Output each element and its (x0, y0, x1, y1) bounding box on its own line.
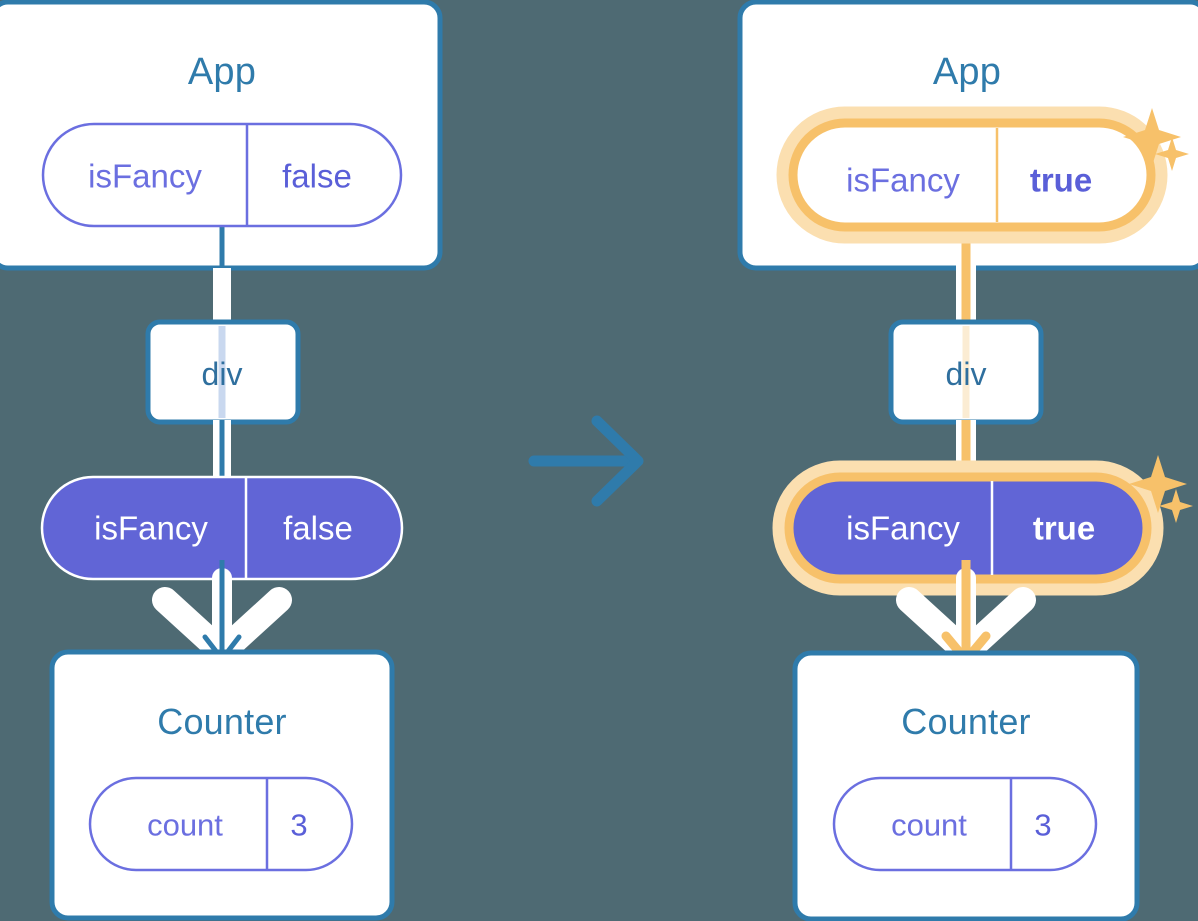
panel-after (737, 0, 1198, 921)
counter-state-value: 3 (290, 807, 308, 843)
arrow-right-icon (528, 415, 644, 507)
div-node-label: div (201, 356, 243, 392)
counter-title: Counter (157, 701, 287, 742)
counter-title: Counter (901, 701, 1031, 742)
counter-state-value: 3 (1034, 807, 1052, 843)
counter-state-pill (832, 776, 1098, 872)
app-state-key: isFancy (88, 157, 202, 195)
app-state-key: isFancy (846, 161, 960, 199)
app-state-value: true (1029, 161, 1093, 199)
prop-pill-key: isFancy (94, 509, 208, 547)
app-state-pill (776, 106, 1168, 244)
prop-pill-value: true (1032, 509, 1096, 547)
counter-state-key: count (891, 807, 967, 843)
app-state-value: false (282, 157, 352, 195)
app-state-pill (41, 122, 403, 228)
sparkle-icon (1129, 455, 1193, 523)
panel-before (0, 0, 443, 921)
prop-pill-value: false (283, 509, 353, 547)
page-title: App (187, 51, 257, 93)
prop-pill (772, 460, 1164, 596)
page-title: App (932, 51, 1002, 93)
div-node-label: div (945, 356, 987, 392)
counter-state-pill (88, 776, 354, 872)
sparkle-icon (1123, 108, 1189, 171)
prop-pill-key: isFancy (846, 509, 960, 547)
counter-state-key: count (147, 807, 223, 843)
